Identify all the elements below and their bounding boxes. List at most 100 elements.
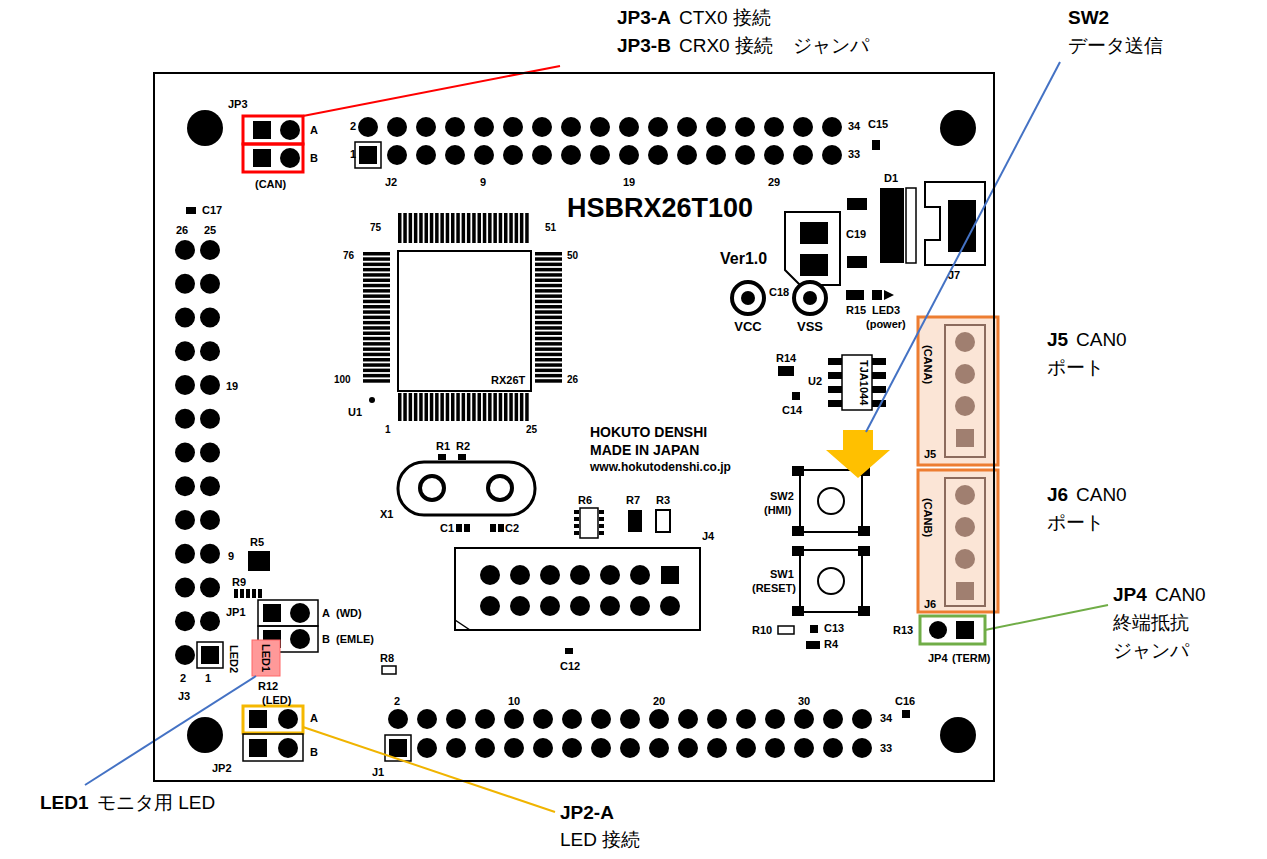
round-pin [707,709,727,729]
callout-text: JP4 [1113,585,1147,606]
round-pin [446,709,466,729]
round-pin [929,621,947,639]
connector-housing [945,478,985,606]
silkscreen-text: 29 [768,176,780,188]
callout-text: CAN0 [1076,485,1127,506]
silkscreen-text: 75 [370,222,381,233]
silkscreen-text: 26 [176,224,188,236]
silkscreen-text: R1 [436,440,450,452]
round-pin [446,738,466,758]
silkscreen-text: 33 [848,148,860,160]
ic-pin [535,337,562,341]
round-pin [387,117,407,137]
silkscreen-text: 30 [798,695,810,707]
round-pin [358,117,378,137]
round-pin [600,565,620,585]
round-pin [735,145,755,165]
ic-pin [483,213,487,243]
silkscreen-text: (HMI) [764,504,792,516]
round-pin [175,611,195,631]
ic-pin [363,369,390,373]
smd-pad [464,524,470,532]
pointer-arrow [826,430,890,478]
round-pin [200,611,220,631]
silkscreen-text: 19 [226,380,238,392]
ic-pin [535,316,562,320]
square-pin [956,621,974,639]
ic-pin [363,284,390,288]
callout-text: J5 [1047,330,1068,351]
chip-marking: RX26T [491,374,525,386]
ic-pin [504,393,508,421]
header-housing [455,548,700,630]
test-point-core [741,291,755,305]
silkscreen-text: LED3 [872,304,900,316]
ic-pin [446,393,450,421]
ic-pin [363,321,390,325]
capacitor-pad [847,198,867,210]
leader-line [303,727,555,812]
crystal-outline [398,462,535,515]
callout-text: SW2 [1068,8,1109,29]
round-pin [600,596,620,616]
round-pin [290,629,310,649]
round-pin [200,409,220,429]
silkscreen-text: 25 [526,424,537,435]
ic-pin [509,393,513,421]
silkscreen-text: 1 [350,148,356,160]
ic-pin [363,353,390,357]
silkscreen-text: (EMLE) [336,633,374,645]
ic-pin [535,268,562,272]
callout-text: ポート [1047,358,1104,379]
round-pin [852,738,872,758]
round-pin [475,709,495,729]
square-pin [253,149,271,167]
ic-pin [409,393,413,421]
round-pin [533,709,553,729]
ic-pin [515,213,519,243]
ic-pin [414,393,418,421]
round-pin [677,117,697,137]
smd-pad [599,531,604,535]
silkscreen-text: R13 [893,624,913,636]
round-pin [175,409,195,429]
silkscreen-text: R6 [578,494,592,506]
ic-pin [535,369,562,373]
round-pin [445,145,465,165]
ic-pin [425,393,429,421]
ic-pin [535,279,562,283]
ic-pin [398,393,402,421]
silkscreen-text: 26 [567,374,578,385]
round-pin [532,117,552,137]
silkscreen-text: (WD) [336,607,362,619]
silkscreen-text: C1 [440,522,454,534]
square-pin [263,604,281,622]
ic-pin [472,393,476,421]
silkscreen-text: J7 [948,269,960,281]
ic-pin [535,379,562,383]
silkscreen-text: R12 [258,680,278,692]
round-pin [591,738,611,758]
ic-pin [409,213,413,243]
ic-pin [440,213,444,243]
round-pin [416,117,436,137]
pin1-box [197,642,223,668]
round-pin [736,738,756,758]
silkscreen-text: R10 [752,624,772,636]
silkscreen-text: 51 [545,222,556,233]
ic-pin [872,372,886,379]
test-point [732,282,764,314]
round-pin [417,738,437,758]
silkscreen-text: C18 [769,286,789,298]
ic-pin [535,332,562,336]
silkscreen-text: SW2 [770,490,794,502]
silkscreen-text: (CANB) [922,498,934,537]
silkscreen-text: 100 [334,374,351,385]
callout-text: 終端抵抗 [1113,613,1189,634]
ic-pin [535,326,562,330]
silkscreen-text: 2 [350,120,356,132]
round-pin [678,709,698,729]
test-point-core [803,291,817,305]
round-pin [504,709,524,729]
